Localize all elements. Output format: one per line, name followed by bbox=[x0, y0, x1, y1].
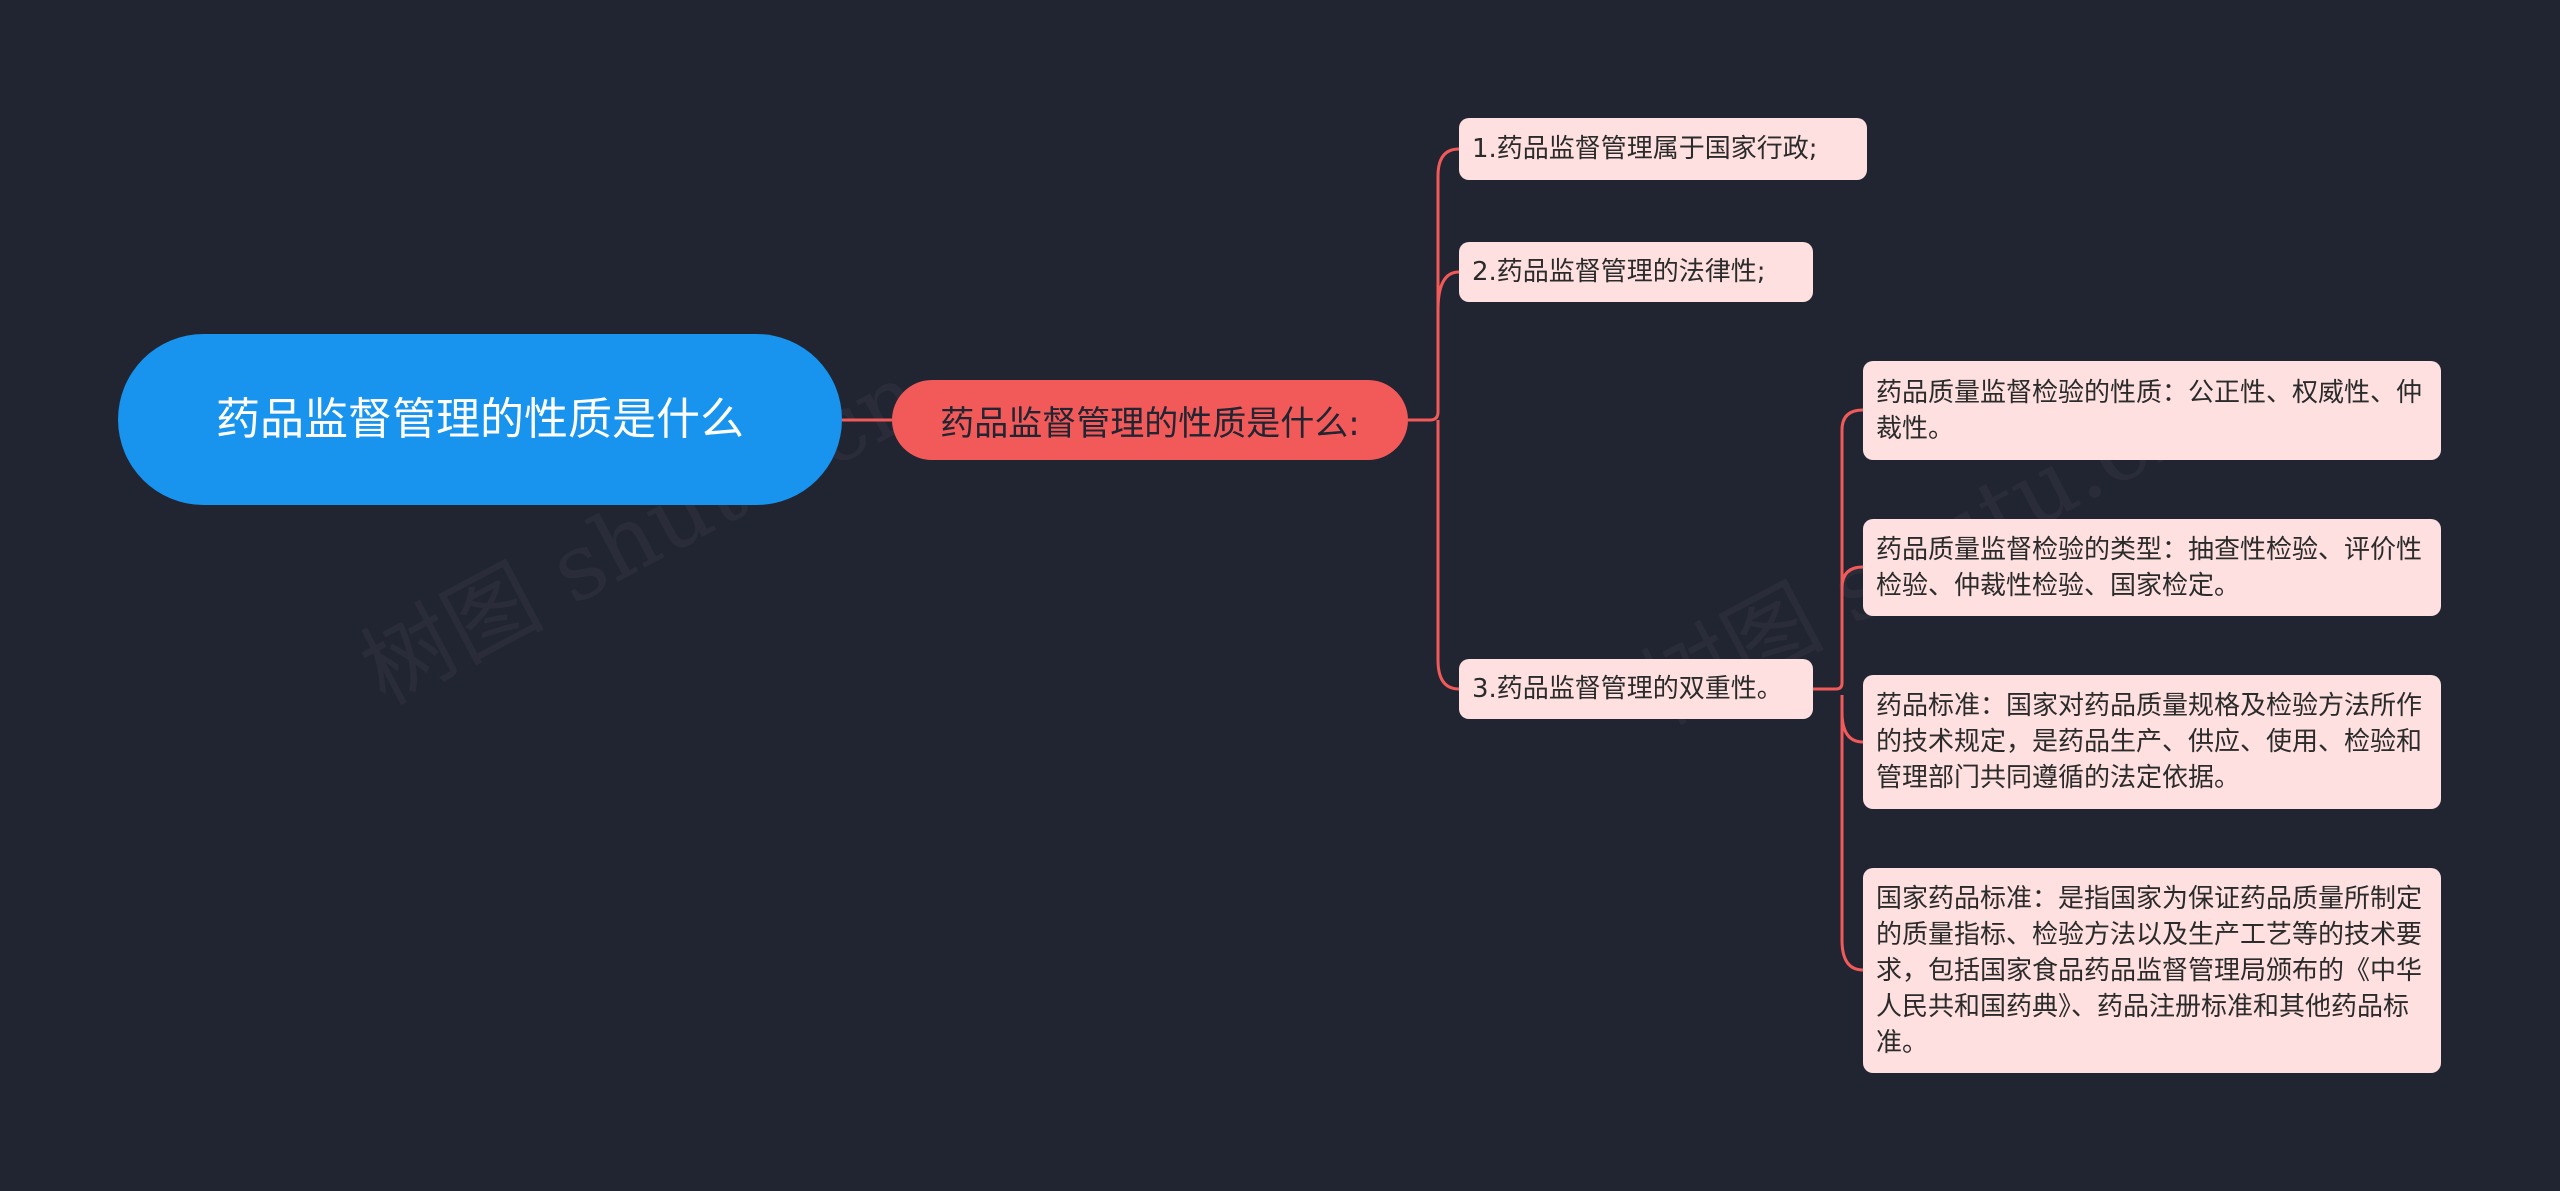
subtopic-label: 2.药品监督管理的法律性; bbox=[1472, 257, 1766, 287]
subtopic-administrative[interactable]: 1.药品监督管理属于国家行政; bbox=[1459, 118, 1867, 180]
connector-c3-g3 bbox=[1840, 711, 1864, 744]
connector-c3-g2 bbox=[1840, 565, 1864, 589]
main-branch-label: 药品监督管理的性质是什么: bbox=[940, 403, 1360, 444]
detail-label: 药品质量监督检验的性质：公正性、权威性、仲裁性。 bbox=[1876, 377, 2423, 444]
detail-label: 国家药品标准：是指国家为保证药品质量所制定的质量指标、检验方法以及生产工艺等的技… bbox=[1876, 883, 2423, 1058]
connector-branch-c1 bbox=[1408, 147, 1460, 422]
subtopic-legal[interactable]: 2.药品监督管理的法律性; bbox=[1459, 242, 1813, 302]
subtopic-dual-nature[interactable]: 3.药品监督管理的双重性。 bbox=[1459, 659, 1813, 719]
root-topic[interactable]: 药品监督管理的性质是什么 bbox=[118, 334, 842, 505]
connector-branch-c2 bbox=[1436, 270, 1460, 311]
subtopic-label: 3.药品监督管理的双重性。 bbox=[1472, 674, 1783, 704]
detail-national-drug-standard[interactable]: 国家药品标准：是指国家为保证药品质量所制定的质量指标、检验方法以及生产工艺等的技… bbox=[1863, 868, 2441, 1073]
detail-inspection-nature[interactable]: 药品质量监督检验的性质：公正性、权威性、仲裁性。 bbox=[1863, 361, 2441, 460]
detail-drug-standard[interactable]: 药品标准：国家对药品质量规格及检验方法所作的技术规定，是药品生产、供应、使用、检… bbox=[1863, 675, 2441, 809]
main-branch-topic[interactable]: 药品监督管理的性质是什么: bbox=[892, 380, 1408, 460]
detail-label: 药品质量监督检验的类型：抽查性检验、评价性检验、仲裁性检验、国家检定。 bbox=[1876, 534, 2423, 601]
connector-c3-g1 bbox=[1813, 408, 1864, 691]
connector-branch-c3 bbox=[1436, 420, 1460, 691]
root-topic-label: 药品监督管理的性质是什么 bbox=[216, 393, 744, 445]
subtopic-label: 1.药品监督管理属于国家行政; bbox=[1472, 134, 1818, 164]
connector-c3-g4 bbox=[1840, 695, 1864, 972]
detail-label: 药品标准：国家对药品质量规格及检验方法所作的技术规定，是药品生产、供应、使用、检… bbox=[1876, 691, 2423, 793]
detail-inspection-types[interactable]: 药品质量监督检验的类型：抽查性检验、评价性检验、仲裁性检验、国家检定。 bbox=[1863, 519, 2441, 616]
